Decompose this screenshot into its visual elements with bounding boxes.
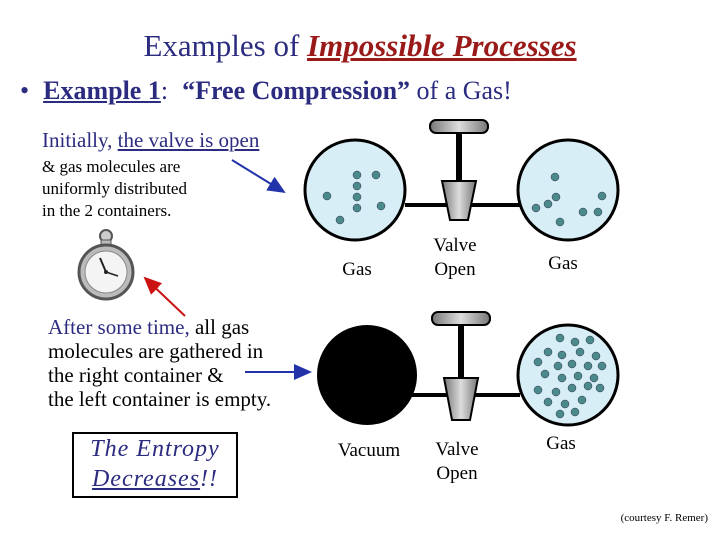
title-emphasis: Impossible Processes bbox=[307, 28, 577, 63]
final-state-description: After some time, all gas molecules are g… bbox=[48, 315, 272, 411]
bottom-right-gas-label: Gas bbox=[546, 433, 576, 454]
bottom-right-molecules bbox=[533, 333, 607, 419]
bottom-left-vacuum-label: Vacuum bbox=[337, 440, 401, 461]
top-right-container bbox=[516, 138, 620, 242]
top-left-container bbox=[303, 138, 407, 242]
example-heading: •Example 1:“Free Compression” of a Gas! bbox=[20, 76, 512, 105]
top-right-molecules bbox=[531, 172, 607, 227]
bottom-right-container bbox=[516, 323, 620, 427]
initial-state-description: & gas molecules are uniformly distribute… bbox=[42, 157, 187, 220]
top-left-gas-label: Gas bbox=[342, 259, 372, 280]
entropy-callout: The Entropy Decreases!! bbox=[72, 432, 238, 498]
example-quoted: “Free Compression” bbox=[182, 76, 411, 105]
top-left-molecules bbox=[322, 170, 386, 225]
bottom-apparatus bbox=[317, 311, 620, 427]
top-apparatus bbox=[303, 119, 620, 242]
top-valve-label: Valve Open bbox=[433, 235, 477, 280]
top-right-gas-label: Gas bbox=[548, 253, 578, 274]
initial-arrow bbox=[231, 159, 286, 194]
top-valve-stem bbox=[456, 132, 462, 182]
top-valve-handle bbox=[429, 119, 489, 134]
bottom-left-container-vacuum bbox=[317, 325, 417, 425]
time-arrow bbox=[143, 276, 186, 317]
page-title: Examples of Impossible Processes bbox=[143, 28, 577, 63]
courtesy-note: (courtesy F. Remer) bbox=[620, 512, 708, 524]
top-valve-body bbox=[440, 180, 478, 221]
bottom-valve-stem bbox=[458, 324, 464, 378]
initial-state-heading: Initially, the valve is open bbox=[42, 128, 260, 152]
bottom-valve-label: Valve Open bbox=[435, 439, 479, 484]
bottom-valve-body bbox=[442, 377, 480, 421]
bottom-valve-handle bbox=[431, 311, 491, 326]
example-label: Example 1 bbox=[43, 76, 161, 105]
stopwatch-icon bbox=[77, 229, 135, 301]
